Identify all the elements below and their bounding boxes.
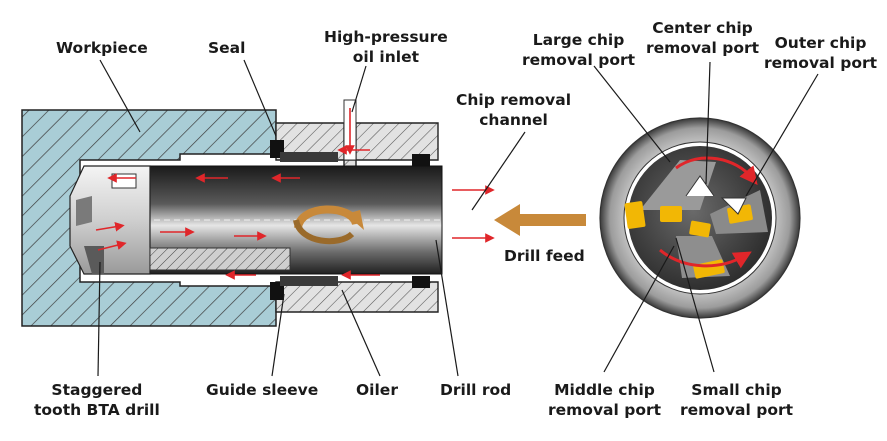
label-bta-drill-line1: Staggered bbox=[51, 381, 143, 399]
label-outer-port-line2: removal port bbox=[764, 54, 878, 72]
label-outer-port-line1: Outer chip bbox=[774, 34, 867, 52]
label-small-port-line2: removal port bbox=[680, 401, 794, 419]
label-oil-inlet-line2: oil inlet bbox=[352, 48, 419, 66]
label-large-port-line2: removal port bbox=[522, 51, 636, 69]
label-oil-inlet: High-pressure oil inlet bbox=[324, 27, 448, 67]
label-middle-port: Middle chip removal port bbox=[548, 380, 661, 420]
label-bta-drill: Staggered tooth BTA drill bbox=[34, 380, 160, 420]
label-bta-drill-line2: tooth BTA drill bbox=[34, 401, 160, 419]
label-oiler: Oiler bbox=[356, 381, 398, 399]
label-chip-channel: Chip removal channel bbox=[456, 90, 571, 130]
label-middle-port-line2: removal port bbox=[548, 401, 662, 419]
label-center-port: Center chip removal port bbox=[646, 18, 759, 58]
label-drill-feed: Drill feed bbox=[504, 247, 585, 265]
label-large-port: Large chip removal port bbox=[522, 30, 635, 70]
drill-feed-arrow-icon bbox=[494, 204, 586, 236]
label-guide-sleeve: Guide sleeve bbox=[206, 381, 319, 399]
label-workpiece: Workpiece bbox=[56, 39, 148, 57]
coolant-flow-arrows bbox=[95, 145, 495, 280]
leader-lines bbox=[97, 59, 819, 377]
drill-cross-section bbox=[599, 117, 801, 319]
label-small-port: Small chip removal port bbox=[680, 380, 793, 420]
seal bbox=[270, 140, 430, 300]
label-seal: Seal bbox=[208, 39, 246, 57]
label-center-port-line1: Center chip bbox=[652, 19, 753, 37]
label-drill-rod: Drill rod bbox=[440, 381, 512, 399]
rotation-arrow-icon bbox=[293, 205, 364, 245]
label-chip-channel-line1: Chip removal bbox=[456, 91, 572, 109]
label-oil-inlet-line1: High-pressure bbox=[324, 28, 448, 46]
guide-sleeve bbox=[280, 152, 338, 286]
label-outer-port: Outer chip removal port bbox=[764, 33, 877, 73]
label-center-port-line2: removal port bbox=[646, 39, 760, 57]
label-large-port-line1: Large chip bbox=[532, 31, 625, 49]
label-small-port-line1: Small chip bbox=[691, 381, 782, 399]
label-middle-port-line1: Middle chip bbox=[554, 381, 655, 399]
label-chip-channel-line2: channel bbox=[479, 111, 548, 129]
